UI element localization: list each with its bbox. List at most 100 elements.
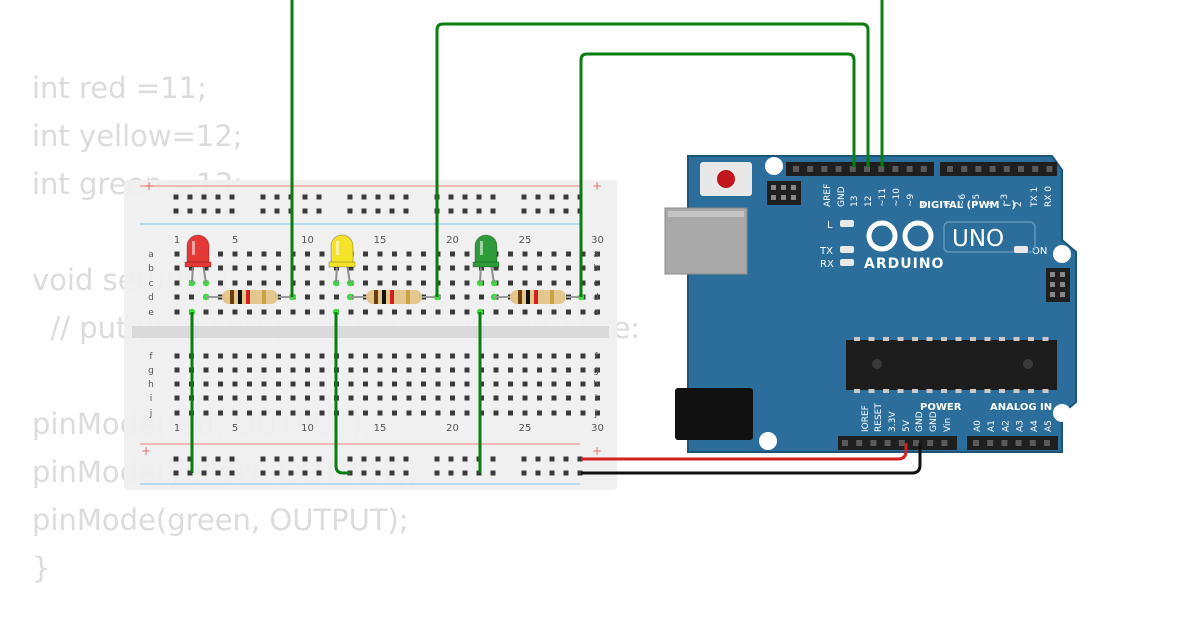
- code-line: }: [32, 551, 51, 585]
- green-led: [472, 234, 500, 284]
- wire: [334, 312, 350, 475]
- digital-pin-label: ~5: [972, 194, 982, 207]
- wire: [581, 443, 922, 475]
- column-number: 1: [174, 235, 180, 246]
- resistor: [350, 290, 436, 304]
- row-letter: d: [148, 293, 154, 303]
- column-number: 5: [232, 235, 238, 246]
- row-letter: h: [593, 380, 599, 390]
- row-letter: j: [149, 409, 153, 419]
- analog-pin-label: A4: [1030, 420, 1040, 432]
- digital-pin-label: RX 0: [1044, 186, 1054, 207]
- row-letter: e: [148, 308, 154, 318]
- power-pin-label: Vin: [943, 418, 953, 432]
- digital-pin-label: 2: [1014, 201, 1024, 207]
- digital-header-block: [786, 162, 934, 176]
- resistor: [206, 290, 292, 304]
- row-letter: d: [593, 293, 599, 303]
- row-letter: g: [593, 366, 599, 376]
- rail-plus-label: +: [144, 179, 154, 193]
- column-number: 25: [519, 423, 532, 434]
- l-label: L: [827, 220, 833, 231]
- digital-pin-label: ~3: [1000, 194, 1010, 207]
- analog-header-label: ANALOG IN: [990, 402, 1052, 413]
- svg-text:+: +: [141, 444, 151, 458]
- model-label: UNO: [952, 226, 1004, 252]
- svg-text:+: +: [592, 444, 602, 458]
- row-letter: h: [148, 380, 154, 390]
- analog-pin-label: A2: [1001, 420, 1011, 432]
- power-header-block: [838, 436, 957, 450]
- digital-pin-label: 13: [850, 196, 860, 207]
- row-letter: e: [593, 308, 599, 318]
- row-letter: i: [150, 394, 153, 404]
- power-pin-label: 3.3V: [888, 411, 898, 432]
- column-number: 5: [232, 423, 238, 434]
- yellow-led: [328, 234, 356, 284]
- digital-pin-label: TX 1: [1030, 187, 1040, 208]
- usb-connector: [664, 207, 748, 275]
- wires: [190, 0, 922, 475]
- row-letter: c: [594, 279, 599, 289]
- leds: [184, 234, 500, 284]
- row-letter: c: [149, 279, 154, 289]
- column-number: 20: [446, 423, 459, 434]
- arduino-logo-icon: [866, 220, 934, 252]
- digital-pin-label: AREF: [823, 184, 833, 207]
- power-pin-label: GND: [915, 411, 925, 432]
- wire: [579, 52, 856, 297]
- power-pin-label: IOREF: [861, 405, 871, 432]
- column-number: 30: [591, 423, 604, 434]
- analog-header-block: [967, 436, 1058, 450]
- digital-pin-label: ~6: [958, 193, 968, 207]
- red-led: [184, 234, 212, 284]
- resistors: [206, 290, 580, 304]
- power-jack: [675, 388, 753, 440]
- digital-header-label: DIGITAL (PWM ~): [919, 200, 1016, 211]
- analog-pin-label: A1: [987, 420, 997, 432]
- digital-pin-label: 8: [920, 201, 930, 207]
- analog-pin-label: A3: [1016, 420, 1026, 432]
- code-line: int red =11;: [32, 71, 207, 105]
- digital-pin-label: 4: [986, 201, 996, 207]
- row-letter: b: [148, 264, 154, 274]
- row-letter: j: [594, 409, 598, 419]
- column-number: 1: [174, 423, 180, 434]
- analog-pin-label: A0: [973, 420, 983, 432]
- power-pin-label: RESET: [874, 403, 884, 432]
- on-label: ON: [1032, 246, 1047, 257]
- column-number: 10: [301, 423, 314, 434]
- rx-label: RX: [820, 259, 834, 270]
- row-letter: f: [594, 352, 598, 362]
- analog-pin-label: A5: [1044, 420, 1054, 432]
- row-letter: a: [593, 250, 599, 260]
- row-letter: a: [148, 250, 154, 260]
- column-number: 15: [374, 235, 387, 246]
- power-pin-label: GND: [929, 411, 939, 432]
- row-letter: g: [148, 366, 154, 376]
- digital-pin-label: ~10: [892, 188, 902, 207]
- column-number: 20: [446, 235, 459, 246]
- code-line: int yellow=12;: [32, 119, 243, 153]
- wire: [581, 443, 908, 461]
- digital-pin-label: ~9: [906, 193, 916, 207]
- column-number: 30: [591, 235, 604, 246]
- resistor: [494, 290, 580, 304]
- tx-label: TX: [819, 246, 833, 257]
- power-pin-label: 5V: [902, 419, 912, 432]
- row-letter: b: [593, 264, 599, 274]
- row-letter: i: [595, 394, 598, 404]
- column-number: 25: [519, 235, 532, 246]
- power-header-label: POWER: [920, 402, 962, 413]
- reset-button[interactable]: [717, 170, 735, 188]
- digital-pin-label: 7: [944, 201, 954, 207]
- svg-text:+: +: [592, 179, 602, 193]
- column-number: 15: [374, 423, 387, 434]
- column-number: 10: [301, 235, 314, 246]
- wire: [435, 22, 870, 297]
- code-line: pinMode(green, OUTPUT);: [32, 503, 409, 537]
- row-letter: f: [149, 352, 153, 362]
